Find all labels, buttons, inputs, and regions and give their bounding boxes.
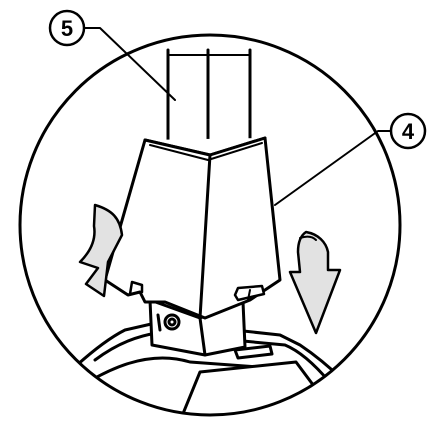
- cap: [103, 136, 282, 320]
- left-down-arrow: [78, 203, 124, 298]
- callout-4: 4: [389, 112, 427, 150]
- magnifier-circle: [18, 33, 402, 417]
- callout-4-circle: [389, 112, 427, 150]
- leader-line-5: [83, 27, 176, 101]
- right-down-arrow: [288, 230, 342, 335]
- tube: [166, 48, 252, 157]
- callout-5: 5: [48, 9, 86, 47]
- callout-5-label: 5: [61, 16, 73, 41]
- leader-line-4: [274, 130, 393, 206]
- callout-4-label: 4: [402, 119, 415, 144]
- callout-5-circle: [48, 9, 86, 47]
